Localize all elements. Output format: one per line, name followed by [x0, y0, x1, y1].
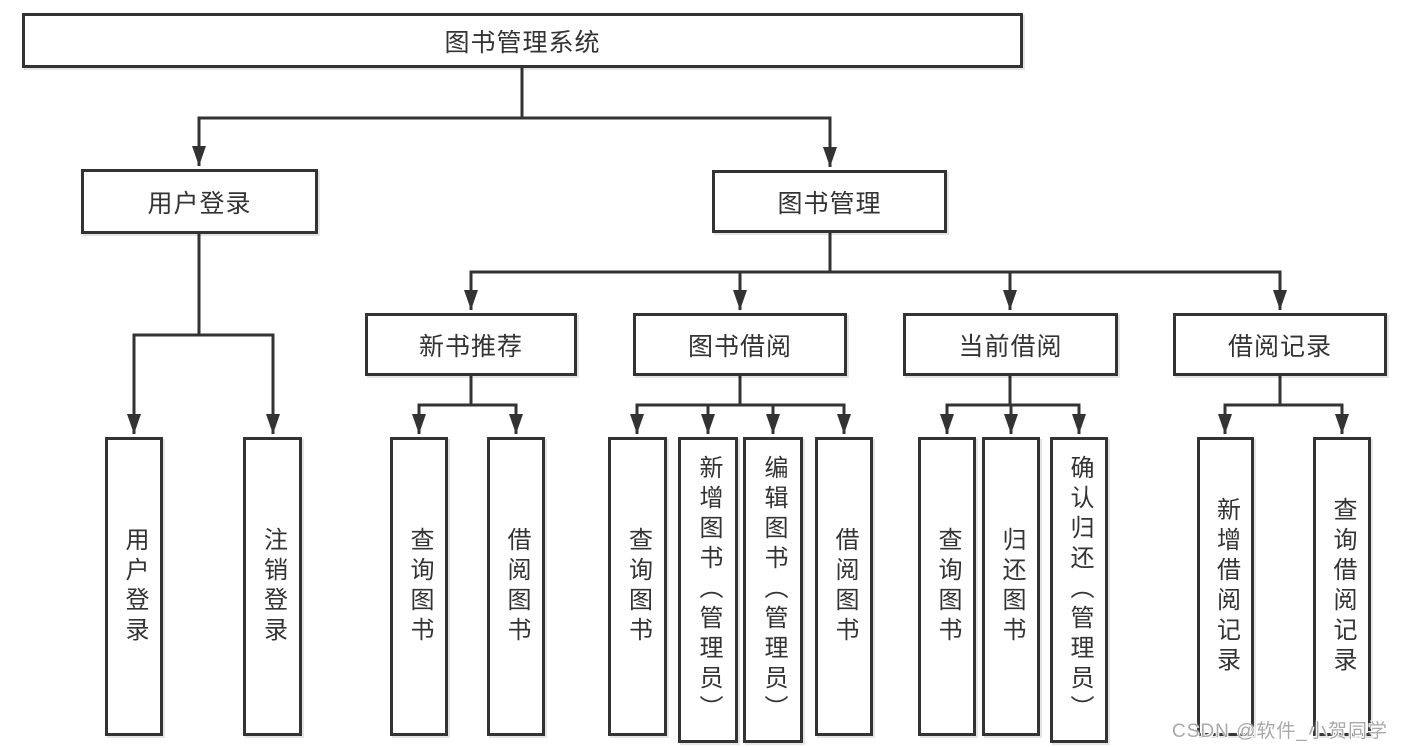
node-current-borrowing: 当前借阅: [903, 313, 1118, 376]
leaf-query-books-borrowing: 查询图书: [608, 437, 667, 736]
node-book-management: 图书管理: [712, 170, 947, 233]
node-new-book-recommend: 新书推荐: [365, 313, 577, 376]
csdn-watermark: CSDN @软件_小贺同学: [1172, 721, 1388, 742]
leaf-user-login: 用户登录: [105, 437, 163, 736]
leaf-borrow-books-recommend: 借阅图书: [487, 437, 545, 736]
leaf-edit-books-admin: 编辑图书（管理员）: [743, 437, 803, 743]
leaf-logout: 注销登录: [243, 437, 302, 736]
leaf-query-books-current: 查询图书: [918, 437, 976, 736]
leaf-confirm-return-admin: 确认归还（管理员）: [1050, 437, 1108, 743]
node-borrow-records: 借阅记录: [1173, 313, 1387, 376]
connector-lines: [127, 68, 1349, 434]
leaf-add-books-admin: 新增图书（管理员）: [678, 437, 738, 743]
leaf-return-books: 归还图书: [982, 437, 1040, 736]
leaf-query-borrow-record: 查询借阅记录: [1313, 437, 1371, 736]
leaf-query-books-recommend: 查询图书: [390, 437, 448, 736]
node-root: 图书管理系统: [22, 13, 1023, 68]
leaf-borrow-books-borrowing: 借阅图书: [815, 437, 873, 736]
node-user-login: 用户登录: [81, 169, 318, 234]
leaf-add-borrow-record: 新增借阅记录: [1197, 437, 1254, 736]
node-book-borrowing: 图书借阅: [633, 313, 847, 376]
